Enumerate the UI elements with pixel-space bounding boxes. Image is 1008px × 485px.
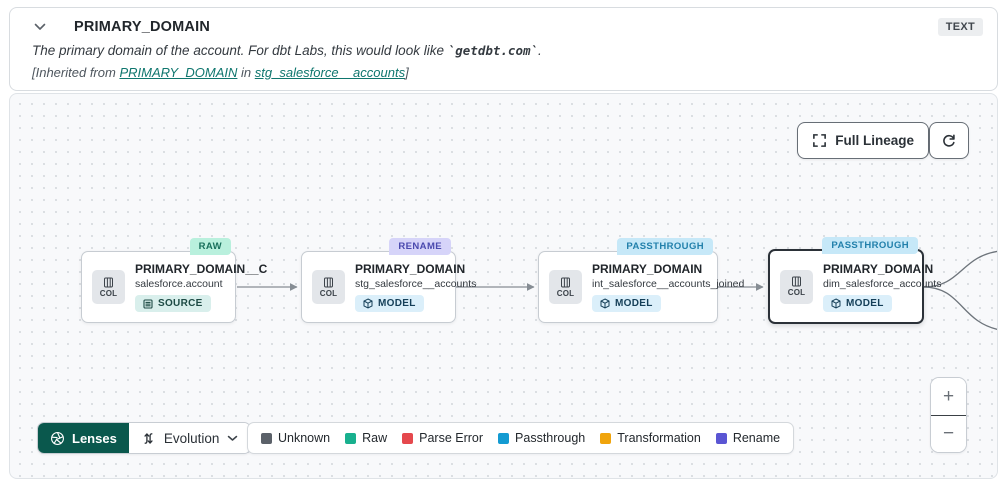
node-title: PRIMARY_DOMAIN xyxy=(355,262,466,276)
zoom-in-button[interactable]: + xyxy=(931,378,966,415)
selected-lens-label: Evolution xyxy=(163,430,220,446)
zoom-out-button[interactable]: − xyxy=(931,415,966,452)
evolution-legend: Unknown Raw Parse Error Passthrough Tran… xyxy=(247,422,795,454)
node-subtitle: salesforce.account xyxy=(135,278,223,290)
legend-item: Parse Error xyxy=(402,431,483,445)
model-cube-icon xyxy=(363,298,373,309)
lineage-node-salesforce-account[interactable]: RAW COL PRIMARY_DOMAIN__C salesforce.acc… xyxy=(81,238,267,323)
refresh-icon xyxy=(941,133,957,149)
legend-swatch xyxy=(261,432,272,444)
evolution-badge: PASSTHROUGH xyxy=(822,237,918,254)
legend-swatch xyxy=(715,432,727,444)
column-description: The primary domain of the account. For d… xyxy=(32,43,542,58)
node-title: PRIMARY_DOMAIN__C xyxy=(135,262,268,276)
legend-item: Rename xyxy=(715,431,780,445)
aperture-icon xyxy=(50,431,65,446)
node-subtitle: dim_salesforce_accounts xyxy=(823,277,942,290)
node-subtitle: stg_salesforce__accounts xyxy=(355,278,477,290)
inline-code: `getdbt.com` xyxy=(447,43,539,58)
full-lineage-label: Full Lineage xyxy=(835,133,914,148)
legend-swatch xyxy=(498,432,510,444)
columns-icon xyxy=(560,277,571,288)
fullscreen-icon xyxy=(812,133,827,148)
full-lineage-button[interactable]: Full Lineage xyxy=(797,122,929,159)
node-title: PRIMARY_DOMAIN xyxy=(823,261,934,276)
resource-kind-badge: MODEL xyxy=(592,295,661,312)
legend-swatch xyxy=(345,432,357,444)
column-details-card: PRIMARY_DOMAIN TEXT The primary domain o… xyxy=(9,7,998,91)
lineage-node-int-salesforce-accounts-joined[interactable]: PASSTHROUGH COL PRIMARY_DOMAIN int_sales… xyxy=(538,238,744,323)
column-chip: COL xyxy=(92,270,125,304)
inherited-model-link[interactable]: stg_salesforce__accounts xyxy=(254,65,406,80)
legend-item: Unknown xyxy=(261,431,330,445)
legend-swatch xyxy=(600,432,612,444)
evolution-badge: RAW xyxy=(189,238,231,255)
resource-kind-badge: SOURCE xyxy=(135,295,211,312)
columns-icon xyxy=(323,277,334,288)
columns-icon xyxy=(791,276,802,287)
resource-kind-badge: MODEL xyxy=(355,295,424,312)
page-title: PRIMARY_DOMAIN xyxy=(74,19,210,35)
legend-item: Raw xyxy=(345,431,387,445)
evolution-badge: RENAME xyxy=(389,238,451,255)
refresh-button[interactable] xyxy=(929,122,969,159)
resource-kind-badge: MODEL xyxy=(823,294,892,312)
legend-swatch xyxy=(402,432,414,444)
lenses-control: Lenses Evolution xyxy=(37,422,252,454)
model-cube-icon xyxy=(831,297,841,309)
model-cube-icon xyxy=(600,298,610,309)
inherited-column-link[interactable]: PRIMARY_DOMAIN xyxy=(119,65,238,80)
lineage-canvas[interactable]: Full Lineage RAW COL PRIMARY_DOMAIN__C s… xyxy=(9,93,998,479)
lineage-node-dim-salesforce-accounts[interactable]: PASSTHROUGH COL PRIMARY_DOMAIN dim_sales… xyxy=(768,237,941,324)
lineage-node-stg-salesforce-accounts[interactable]: RENAME COL PRIMARY_DOMAIN stg_salesforce… xyxy=(301,238,476,323)
evolution-badge: PASSTHROUGH xyxy=(617,238,713,255)
zoom-controls: + − xyxy=(930,377,967,453)
columns-icon xyxy=(103,277,114,288)
chevron-down-icon xyxy=(34,23,46,31)
column-type-badge: TEXT xyxy=(937,18,983,36)
lenses-label: Lenses xyxy=(72,430,117,446)
column-chip: COL xyxy=(780,269,813,304)
lens-selector[interactable]: Evolution xyxy=(128,423,251,453)
legend-item: Transformation xyxy=(600,431,701,445)
lenses-button[interactable]: Lenses xyxy=(38,423,129,453)
source-icon xyxy=(143,298,153,309)
node-subtitle: int_salesforce__accounts_joined xyxy=(592,278,745,290)
evolution-arrows-icon xyxy=(141,431,156,446)
chevron-down-icon xyxy=(227,435,238,442)
column-chip: COL xyxy=(549,270,582,304)
column-chip: COL xyxy=(312,270,345,304)
inherited-from-note: [Inherited from PRIMARY_DOMAIN in stg_sa… xyxy=(32,65,409,80)
node-title: PRIMARY_DOMAIN xyxy=(592,262,703,276)
legend-item: Passthrough xyxy=(498,431,585,445)
collapse-button[interactable] xyxy=(32,21,48,33)
